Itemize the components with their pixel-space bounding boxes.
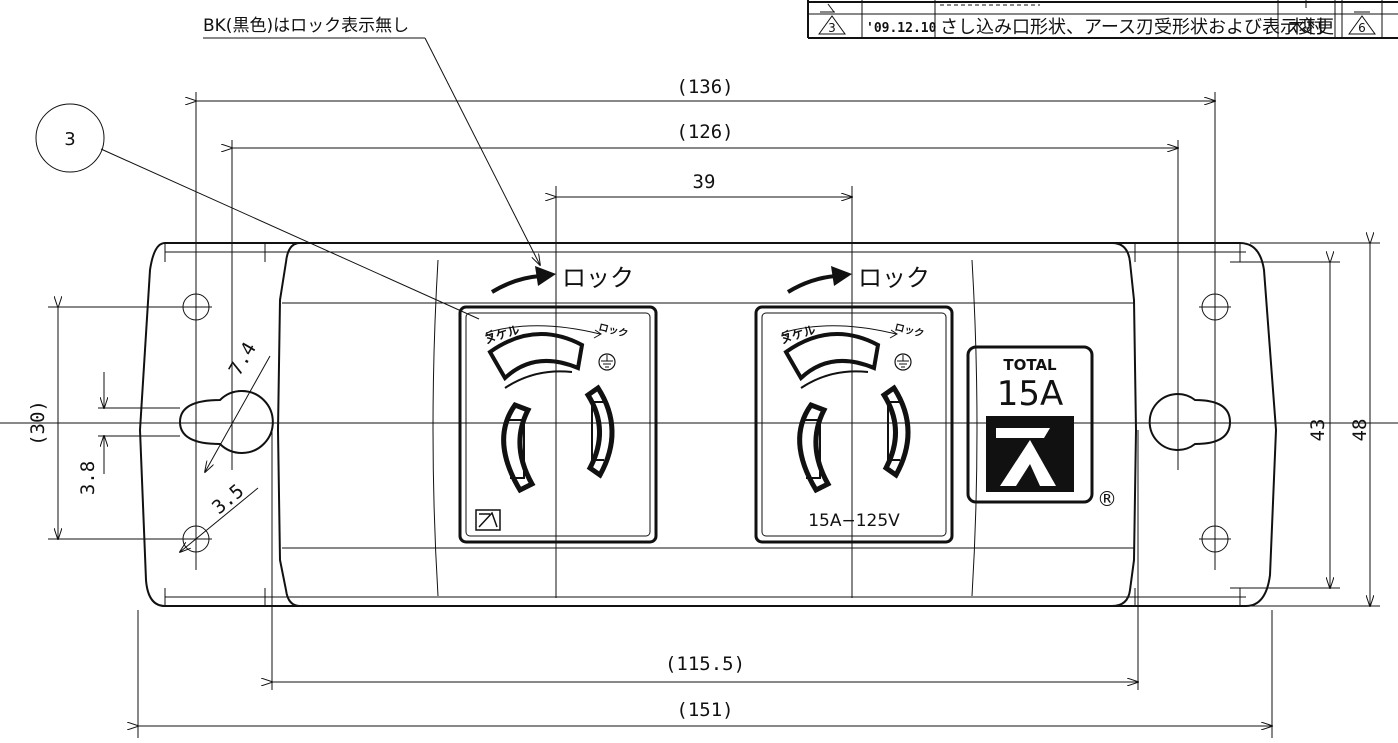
badge-total: TOTAL [1003, 356, 1057, 374]
ground-slot [487, 332, 585, 382]
svg-text:(151): (151) [676, 699, 733, 721]
blade-slot-left [797, 401, 832, 494]
svg-text:3.5: 3.5 [208, 480, 248, 519]
dim-outlet-pitch: 39 [556, 171, 852, 197]
ground-icon [894, 353, 912, 371]
dial-lock-label: ロック [597, 321, 629, 340]
dim-hole-spacing: (30) [27, 307, 180, 539]
revision-triangle-icon [818, 15, 846, 35]
lock-indicator-left: ロック [490, 264, 634, 294]
dim-height-outer: 48 [1250, 243, 1380, 606]
part-balloon [35, 103, 105, 173]
note-leader [424, 37, 540, 265]
dim-overall-width: (151) [138, 610, 1272, 738]
dim-slot-width: 3.8 [77, 372, 180, 495]
svg-text:(30): (30) [27, 400, 49, 446]
svg-text:7.4: 7.4 [225, 339, 261, 380]
part-balloon-number: 3 [64, 129, 75, 150]
svg-text:48: 48 [1349, 419, 1371, 442]
lock-label: ロック [858, 264, 930, 292]
ground-slot [783, 332, 881, 382]
blade-slot-left [501, 401, 536, 494]
dim-body-width: (115.5) [272, 430, 1138, 690]
mounting-plate [138, 242, 1278, 607]
dim-height-inner: 43 [1230, 262, 1340, 588]
revision-table: 3 '09.12.10 さし込み口形状、アース刃受形状および表示変更 木村 6 [807, 0, 1398, 39]
revision-mark-right: 6 [1358, 21, 1366, 35]
keyhole-left [178, 390, 274, 454]
svg-text:(136): (136) [676, 76, 733, 98]
svg-text:3.8: 3.8 [77, 461, 99, 495]
revision-date: '09.12.10 [866, 21, 937, 36]
revision-author: 木村 [1288, 17, 1324, 38]
revision-description: さし込み口形状、アース刃受形状および表示変更 [940, 17, 1334, 38]
lock-label: ロック [562, 264, 634, 292]
blade-slot-right [880, 384, 911, 479]
registered-mark: ® [1097, 487, 1117, 511]
lock-arrow-icon [786, 274, 837, 294]
dim-mount-width: (136) [196, 76, 1215, 101]
lock-arrow-icon [490, 274, 541, 294]
outlet-right: ヌケル ロック 15A−125V [754, 305, 954, 544]
badge-rating: 15A [997, 374, 1064, 414]
svg-text:(126): (126) [676, 121, 733, 143]
lock-indicator-right: ロック [786, 264, 930, 294]
lock-dial-arrow-icon [485, 325, 601, 335]
ground-icon [598, 353, 616, 371]
lock-dial-arrow-icon [781, 325, 897, 335]
svg-text:43: 43 [1307, 419, 1329, 442]
outlet-rating: 15A−125V [808, 511, 900, 531]
keyhole-right [1148, 393, 1232, 451]
outlet-body [276, 242, 1138, 607]
revision-mark: 3 [828, 21, 836, 35]
total-rating-badge: TOTAL 15A ® [966, 345, 1117, 511]
dim-inner-width: (126) [232, 121, 1178, 148]
maker-logo-icon [475, 509, 501, 531]
color-note: BK(黒色)はロック表示無し [203, 16, 409, 36]
svg-text:39: 39 [693, 171, 716, 193]
dim-hole-dia: 3.5 [180, 480, 259, 552]
svg-text:(115.5): (115.5) [665, 653, 745, 675]
blade-slot-right [584, 384, 615, 479]
dial-lock-label: ロック [893, 321, 925, 340]
part-leader [100, 148, 480, 320]
outlet-left: ヌケル ロック [458, 305, 658, 544]
revision-triangle-icon [1348, 15, 1376, 35]
